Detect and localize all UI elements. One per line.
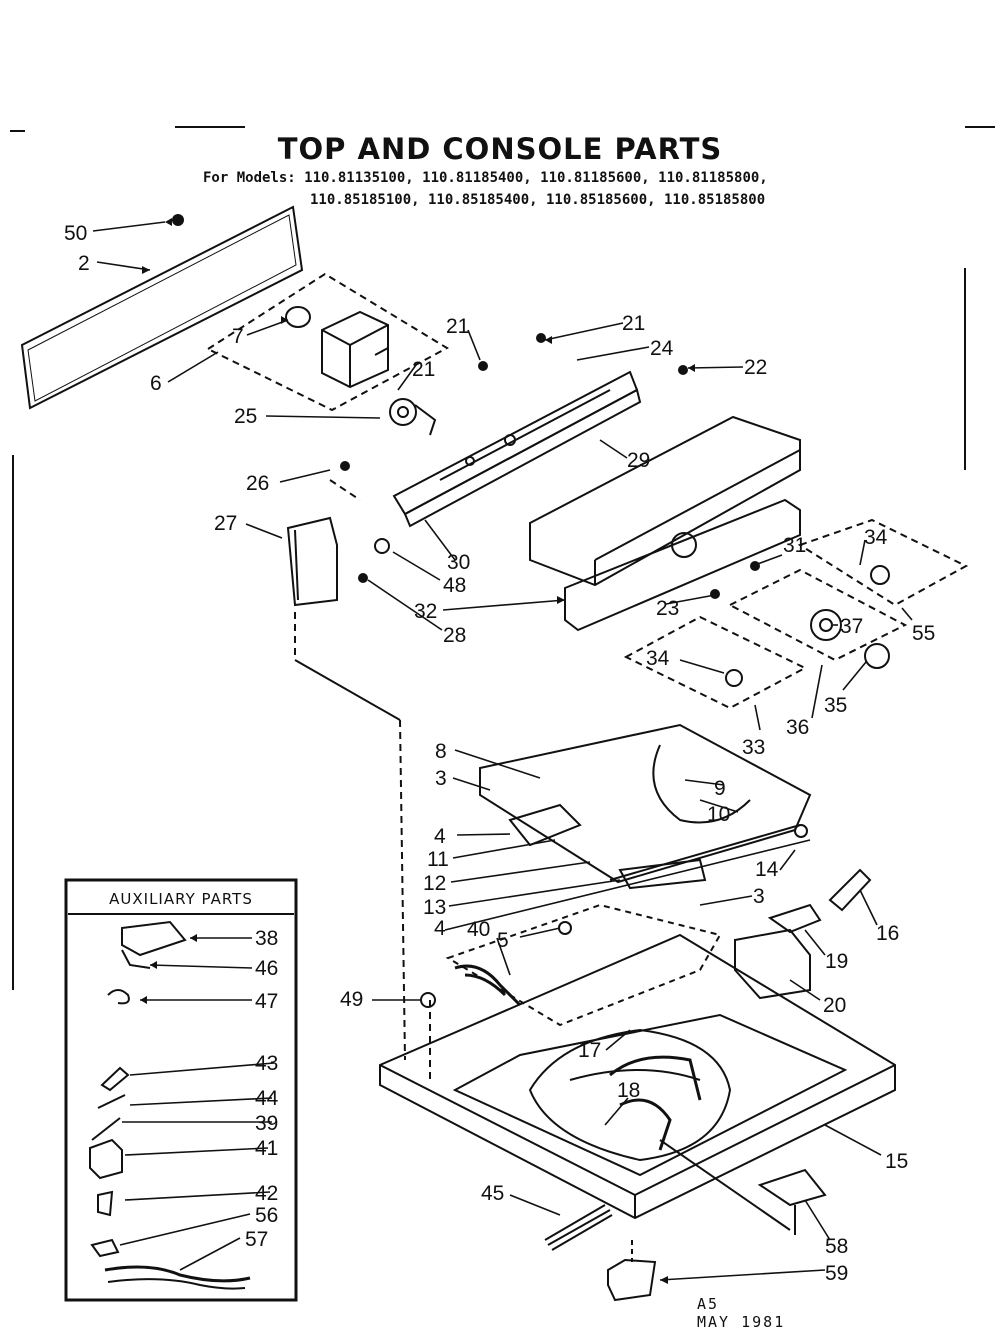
knob-area-dashed (797, 518, 969, 607)
callout: 4 (434, 917, 446, 940)
aux-callout: 39 (255, 1112, 278, 1135)
callout: 3 (435, 767, 447, 790)
timer-assembly (285, 306, 389, 389)
callout: 45 (481, 1182, 504, 1205)
callout: 19 (825, 950, 848, 973)
callout: 7 (232, 325, 244, 348)
washer-top (379, 933, 896, 1220)
aux-callout: 57 (245, 1228, 268, 1251)
callout: 58 (825, 1235, 848, 1258)
aux-callout: 38 (255, 927, 278, 950)
callout: 20 (823, 994, 846, 1017)
callout: 5 (497, 929, 509, 952)
callout: 49 (340, 988, 363, 1011)
callout: 21 (412, 358, 435, 381)
knob-34b (725, 669, 743, 687)
callout: 27 (214, 512, 237, 535)
callout: 10 (707, 803, 730, 826)
callout: 22 (744, 356, 767, 379)
console-housing (529, 415, 801, 632)
knob-35 (864, 643, 890, 669)
callout-numbers: 50 2 6 7 21 21 21 24 22 25 29 26 27 30 4… (64, 222, 935, 1285)
callout: 29 (627, 449, 650, 472)
end-cap (286, 516, 338, 607)
aux-callout: 47 (255, 990, 278, 1013)
callout: 25 (234, 405, 257, 428)
control-knob (389, 398, 437, 436)
callout: 21 (622, 312, 645, 335)
callout: 23 (656, 597, 679, 620)
callout: 6 (150, 372, 162, 395)
callout: 28 (443, 624, 466, 647)
callout: 14 (755, 858, 779, 881)
aux-callout: 46 (255, 957, 278, 980)
callout: 50 (64, 222, 87, 245)
callout: 33 (742, 736, 765, 759)
timer-mounting-area (205, 272, 450, 412)
callout: 48 (443, 574, 466, 597)
callout: 34 (646, 647, 670, 670)
callout: 59 (825, 1262, 848, 1285)
callout: 32 (414, 600, 437, 623)
callout: 15 (885, 1150, 908, 1173)
fastener-marks (140, 214, 760, 1284)
callout: 34 (864, 526, 888, 549)
stamp-line-1: A5 (697, 1295, 720, 1313)
callout: 37 (840, 615, 863, 638)
callout: 16 (876, 922, 899, 945)
callout: 12 (423, 872, 446, 895)
callout: 9 (714, 777, 726, 800)
callout: 4 (434, 825, 446, 848)
callout: 2 (78, 252, 90, 275)
model-list-line-2: 110.85185100, 110.85185400, 110.85185600… (310, 192, 766, 208)
page-title: TOP AND CONSOLE PARTS (277, 132, 723, 166)
switch-37 (810, 609, 842, 641)
auxiliary-part-sketches (89, 920, 251, 1290)
callout: 17 (578, 1039, 601, 1062)
callout: 35 (824, 694, 847, 717)
callout: 3 (753, 885, 765, 908)
callout: 8 (435, 740, 447, 763)
control-rail (392, 370, 642, 528)
callout: 31 (783, 534, 806, 557)
callout: 24 (650, 337, 674, 360)
callout: 26 (246, 472, 269, 495)
callout: 13 (423, 896, 446, 919)
callout: 21 (446, 315, 469, 338)
callout: 55 (912, 622, 935, 645)
aux-callout: 42 (255, 1182, 278, 1205)
leader-lines (92, 221, 913, 1281)
callout: 30 (447, 551, 470, 574)
knob-34 (870, 565, 890, 585)
callout: 11 (427, 848, 449, 871)
callout: 36 (786, 716, 809, 739)
aux-callout: 44 (255, 1087, 279, 1110)
console-backsplash (20, 205, 304, 410)
callout: 40 (467, 918, 490, 941)
callout: 18 (617, 1079, 640, 1102)
auxiliary-parts-box (64, 878, 298, 1302)
stamp-date: MAY 1981 (697, 1313, 786, 1331)
aux-callout: 56 (255, 1204, 278, 1227)
aux-callout: 43 (255, 1052, 278, 1075)
auxiliary-parts-title: AUXILIARY PARTS (68, 885, 294, 915)
model-list-line-1: For Models: 110.81135100, 110.81185400, … (203, 170, 768, 186)
aux-callout: 41 (255, 1137, 278, 1160)
